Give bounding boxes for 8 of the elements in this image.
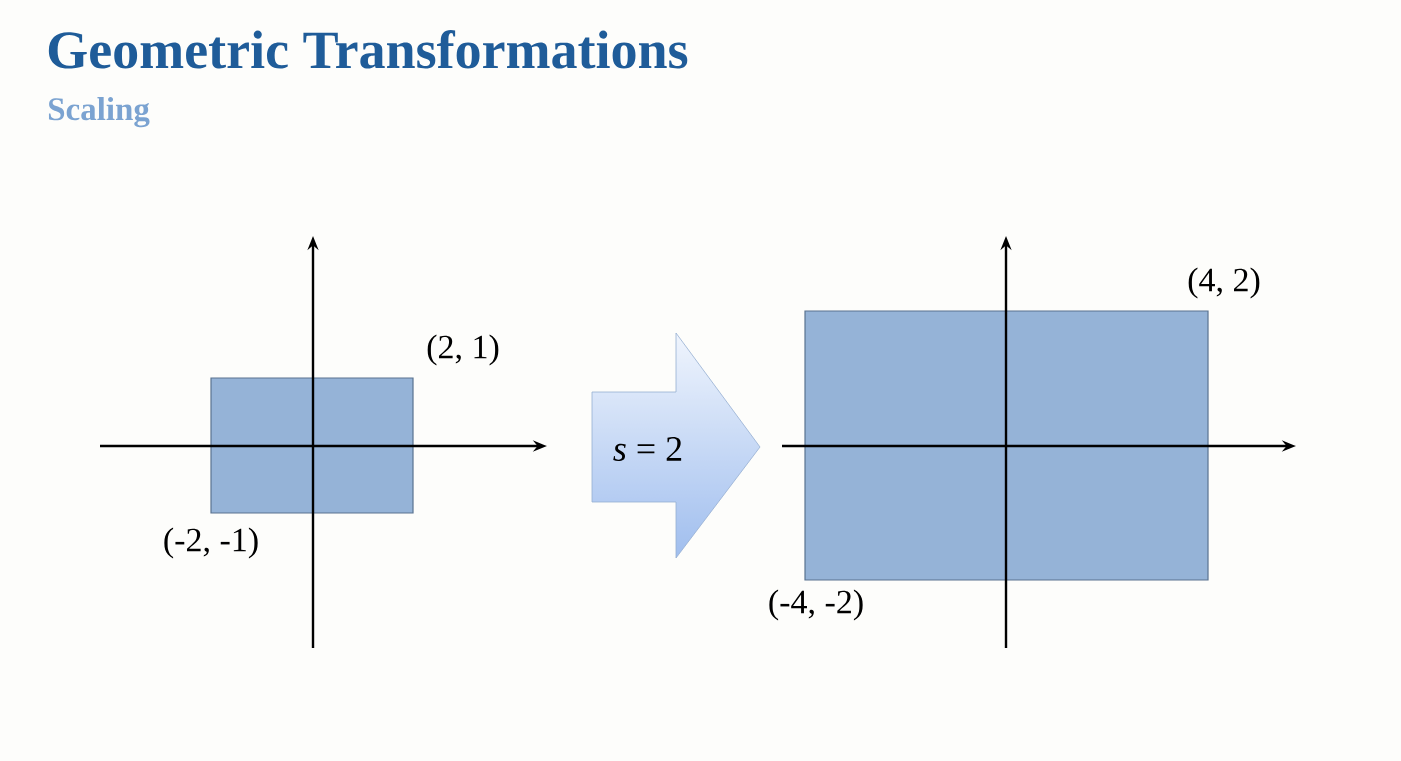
coordinate-label: (-2, -1) (164, 527, 258, 559)
rectangle (804, 310, 1209, 581)
coordinate-label: (4, 2) (1188, 267, 1260, 299)
subtitle: Scaling (48, 97, 150, 128)
coordinate-label: (2, 1) (427, 334, 499, 366)
title: Geometric Transformations (48, 30, 688, 69)
coordinate-label: (-4, -2) (769, 589, 863, 621)
rectangle (210, 377, 414, 514)
